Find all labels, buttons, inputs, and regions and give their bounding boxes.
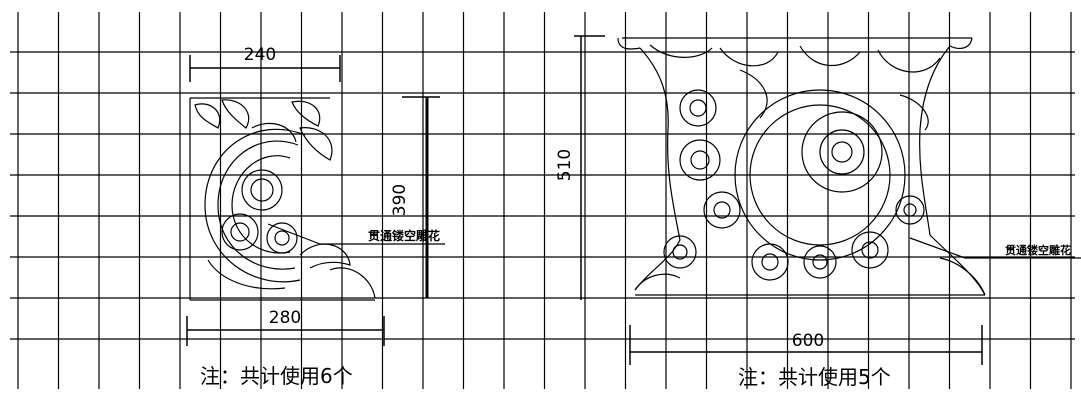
left-carving-label: 贯通镂空雕花 — [368, 228, 440, 243]
grid-lines — [10, 12, 1075, 389]
dimension-510 — [574, 35, 605, 300]
dimension-390 — [402, 96, 440, 298]
right-panel: 510 — [555, 35, 1081, 389]
left-panel: 240 — [186, 45, 445, 388]
left-carving-leader — [267, 223, 445, 245]
dimension-240-label: 240 — [244, 45, 276, 65]
right-carving-leader — [909, 237, 1081, 259]
dimension-240 — [189, 55, 341, 82]
dimension-510-label: 510 — [555, 149, 575, 181]
left-usage-note: 注：共计使用6个 — [200, 364, 353, 388]
right-usage-note: 注：共计使用5个 — [738, 365, 891, 389]
left-carving-ornament — [189, 97, 376, 301]
dimension-600 — [629, 325, 983, 365]
dimension-390-label: 390 — [390, 184, 410, 216]
right-carving-ornament — [617, 37, 986, 296]
dimension-280-label: 280 — [269, 308, 301, 328]
dimension-600-label: 600 — [792, 331, 824, 351]
right-carving-label: 贯通镂空雕花 — [1005, 243, 1071, 257]
dimension-280 — [186, 316, 385, 346]
